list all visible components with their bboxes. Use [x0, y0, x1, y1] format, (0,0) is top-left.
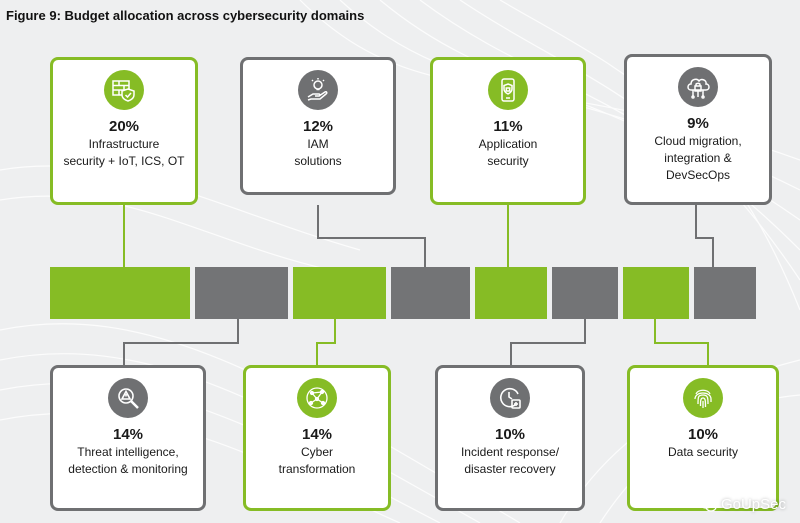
bar-segment-iam: [391, 267, 470, 319]
hand-lightbulb-icon: [298, 70, 338, 110]
bar-segment-data: [623, 267, 689, 319]
percentage-value: 14%: [112, 426, 144, 443]
percentage-value: 10%: [494, 426, 526, 443]
magnifier-alert-icon: [108, 378, 148, 418]
watermark-text: GoUpSec: [720, 496, 786, 513]
domain-label-line2: security: [487, 154, 529, 168]
percentage-value: 14%: [301, 426, 333, 443]
domain-label-line1: Threat intelligence,: [77, 445, 179, 459]
domain-label-line1: Application: [478, 137, 538, 151]
domain-label-line2: solutions: [294, 154, 342, 168]
percentage-value: 9%: [687, 115, 709, 132]
percentage-value: 10%: [687, 426, 719, 443]
bar-segment-cloud: [694, 267, 756, 319]
bar-segment-application: [475, 267, 547, 319]
domain-label-line1: Data security: [667, 445, 739, 459]
bar-segment-infrastructure: [50, 267, 190, 319]
domain-label-line1: IAM: [307, 137, 329, 151]
card-cyber-transformation: 14% Cyber transformation: [243, 365, 391, 511]
domain-label-line1: Incident response/: [460, 445, 560, 459]
bar-segment-threat: [195, 267, 288, 319]
domain-label-line2: integration &: [664, 151, 732, 165]
bar-segment-incident: [552, 267, 618, 319]
card-infrastructure-security: 20% Infrastructure security + IoT, ICS, …: [50, 57, 198, 205]
smartphone-lock-icon: [488, 70, 528, 110]
card-data-security: 10% Data security: [627, 365, 779, 511]
percentage-value: 11%: [493, 118, 523, 135]
watermark: GoUpSec: [699, 496, 786, 513]
domain-label-line2: detection & monitoring: [68, 462, 188, 476]
wechat-icon: [699, 496, 717, 512]
network-globe-icon: [297, 378, 337, 418]
domain-label-line3: DevSecOps: [665, 168, 731, 182]
domain-label-line1: Cloud migration,: [654, 134, 742, 148]
card-threat-intelligence: 14% Threat intelligence, detection & mon…: [50, 365, 206, 511]
card-iam-solutions: 12% IAM solutions: [240, 57, 396, 195]
figure-title: Figure 9: Budget allocation across cyber…: [6, 8, 365, 23]
domain-label-line2: transformation: [278, 462, 356, 476]
cloud-lock-icon: [678, 67, 718, 107]
fingerprint-icon: [683, 378, 723, 418]
domain-label-line2: disaster recovery: [464, 462, 556, 476]
domain-label-line2: security + IoT, ICS, OT: [63, 154, 185, 168]
percentage-value: 12%: [302, 118, 334, 135]
domain-label-line1: Cyber: [300, 445, 333, 459]
firewall-shield-icon: [104, 70, 144, 110]
bar-segment-cyber: [293, 267, 386, 319]
percentage-value: 20%: [108, 118, 140, 135]
card-incident-response: 10% Incident response/ disaster recovery: [435, 365, 585, 511]
card-cloud-migration: 9% Cloud migration, integration & DevSec…: [624, 54, 772, 205]
clock-recovery-icon: [490, 378, 530, 418]
card-application-security: 11% Application security: [430, 57, 586, 205]
domain-label-line1: Infrastructure: [88, 137, 160, 151]
